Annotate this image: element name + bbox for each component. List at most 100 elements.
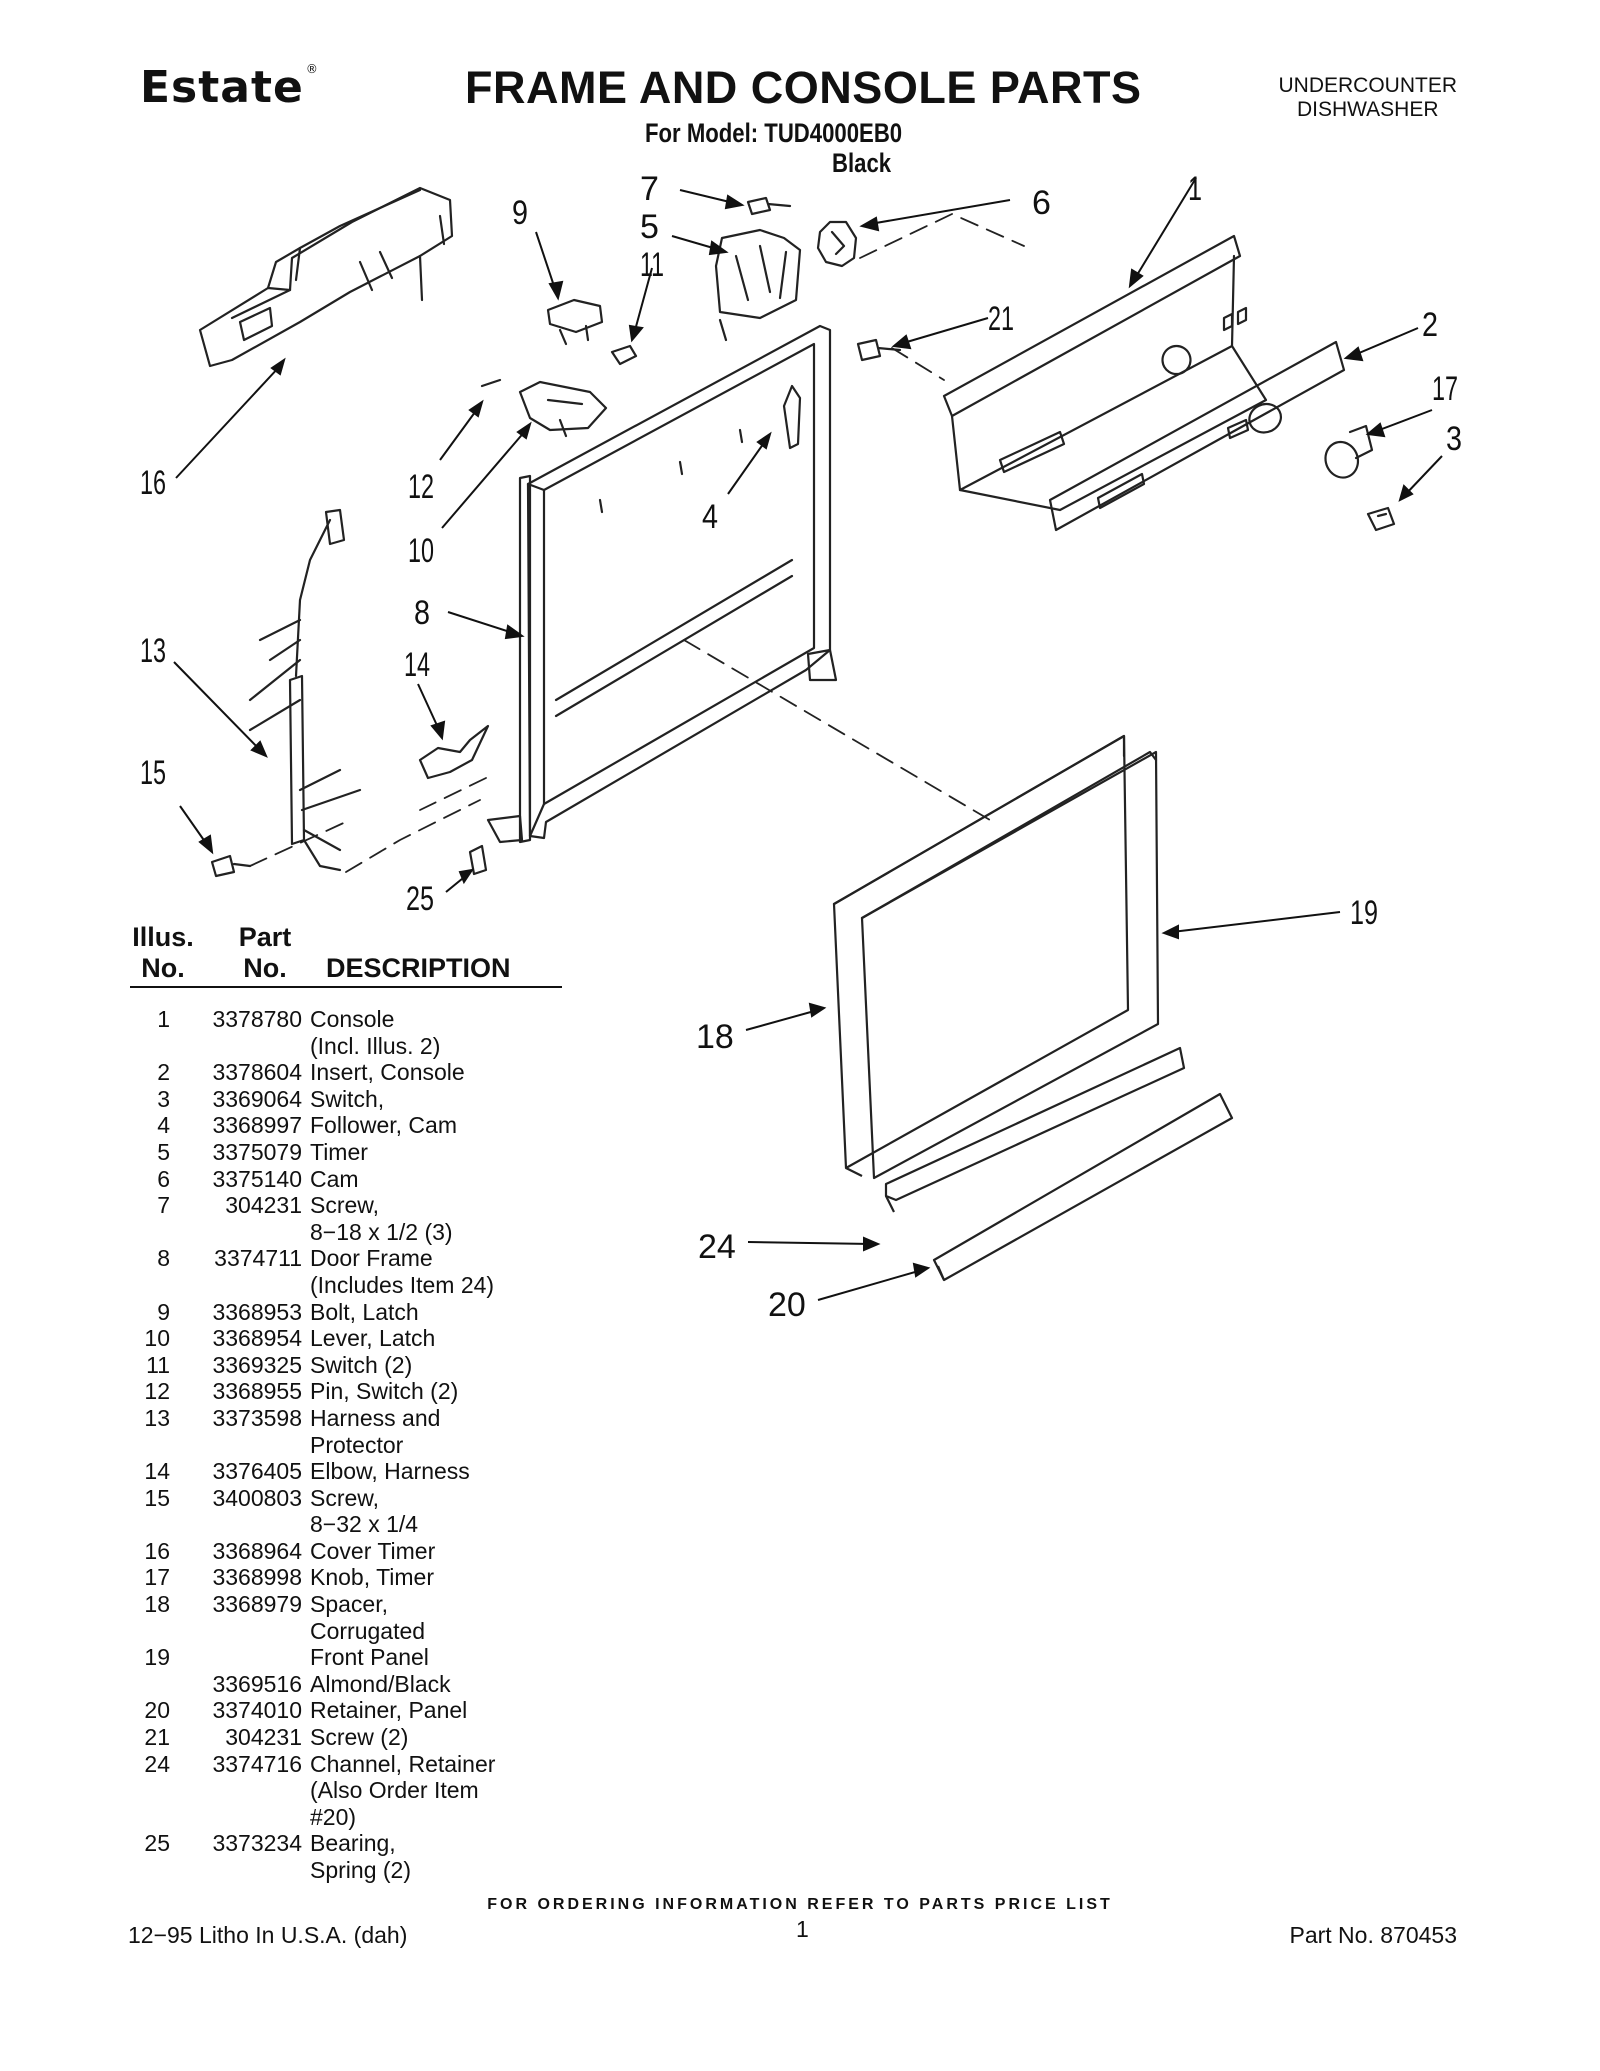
part-description: Almond/Black: [310, 1670, 451, 1697]
callout-11: 11: [640, 246, 664, 284]
part-number: 3368955: [212, 1378, 302, 1405]
illus-number: 8: [157, 1245, 170, 1272]
illus-number: 19: [144, 1644, 170, 1671]
exploded-parts-diagram: 7 5 6 1 9 11 21 2 17 3 16 12 10 4 8 13 1…: [140, 170, 1462, 920]
illus-number: 14: [144, 1458, 170, 1485]
part-no-header: Part No.: [225, 922, 305, 984]
illus-number: 11: [146, 1351, 170, 1378]
callout-21: 21: [988, 300, 1014, 338]
callout-6: 6: [1032, 184, 1051, 222]
timer-knob-part: [1324, 424, 1374, 479]
part-description: Bolt, Latch: [310, 1298, 419, 1325]
ordering-note: FOR ORDERING INFORMATION REFER TO PARTS …: [487, 1896, 1113, 1913]
console-switch-part: [1366, 506, 1396, 532]
latch-switch-part: [610, 344, 638, 366]
callout-13: 13: [140, 632, 166, 670]
part-header-line2: No.: [243, 953, 287, 983]
illus-number: 2: [157, 1059, 170, 1086]
parts-row: 7 304231 Screw, 8−18 x 1/2 (3): [130, 1192, 570, 1245]
illus-number: 21: [144, 1724, 170, 1751]
model-line: For Model: TUD4000EB0: [645, 118, 903, 148]
part-number: 3368964: [212, 1537, 302, 1564]
part-number: 3374010: [212, 1697, 302, 1724]
retainer-channel: [884, 1046, 1186, 1202]
part-number: 3378604: [212, 1059, 302, 1086]
part-header-line1: Part: [238, 922, 292, 952]
illus-header-line2: No.: [141, 953, 185, 983]
part-description: Screw, 8−18 x 1/2 (3): [310, 1192, 453, 1245]
callout-8: 8: [414, 594, 430, 632]
part-description: Channel, Retainer (Also Order Item #20): [310, 1750, 496, 1830]
callout-18: 18: [696, 1018, 734, 1056]
callout-20: 20: [768, 1286, 806, 1324]
callout-9: 9: [512, 194, 528, 232]
callout-16: 16: [140, 464, 166, 502]
part-description: Insert, Console: [310, 1059, 465, 1086]
illus-number: 13: [144, 1404, 170, 1431]
spring-bearing-part: [468, 844, 488, 876]
part-description: Door Frame (Includes Item 24): [310, 1245, 495, 1298]
part-number: 3375079: [212, 1138, 302, 1165]
callout-25: 25: [406, 880, 434, 918]
illus-number: 7: [157, 1192, 170, 1219]
litho-note: 12−95 Litho In U.S.A. (dah): [128, 1922, 408, 1948]
part-number: 304231: [225, 1724, 302, 1751]
part-number: 3400803: [212, 1484, 302, 1511]
part-number: 3369325: [212, 1351, 302, 1378]
part-number: 3376405: [212, 1458, 302, 1485]
part-number: Part No. 870453: [1289, 1922, 1457, 1948]
parts-row: 2 3378604 Insert, Console: [130, 1059, 570, 1086]
part-description: Bearing, Spring (2): [310, 1830, 411, 1883]
illus-number: 17: [144, 1564, 170, 1591]
illus-number: 18: [144, 1591, 170, 1618]
parts-row: 3369516 Almond/Black: [130, 1671, 570, 1698]
part-number: 3368997: [212, 1112, 302, 1139]
callout-4: 4: [702, 498, 718, 536]
part-number: 3375140: [212, 1165, 302, 1192]
part-number: 3373598: [212, 1404, 302, 1431]
callout-10: 10: [408, 532, 434, 570]
cover-timer-part: [198, 186, 454, 368]
latch-lever-part: [518, 380, 608, 438]
cam-follower-part: [782, 384, 802, 450]
part-description: Retainer, Panel: [310, 1697, 468, 1724]
parts-table-header: Illus. No. Part No. DESCRIPTION: [130, 922, 562, 988]
illus-number: 25: [144, 1830, 170, 1857]
illus-no-header: Illus. No.: [130, 922, 196, 984]
part-description: Screw (2): [310, 1724, 409, 1751]
part-number: 3369516: [212, 1670, 302, 1697]
part-description: Screw, 8−32 x 1/4: [310, 1484, 419, 1538]
part-number: 3368979: [212, 1591, 302, 1618]
illus-number: 4: [157, 1112, 170, 1139]
console-insert-part: [1048, 340, 1346, 532]
part-number: 3368954: [212, 1325, 302, 1352]
harness-elbow-part: [418, 724, 490, 780]
part-number: 304231: [225, 1192, 302, 1219]
part-number: 3378780: [212, 1006, 302, 1032]
part-description: Timer: [310, 1138, 368, 1165]
part-description: Switch,: [310, 1085, 385, 1112]
illus-number: 5: [157, 1138, 170, 1165]
part-description: Console (Incl. Illus. 2): [310, 1006, 441, 1059]
door-frame-part: [486, 324, 838, 844]
callout-5: 5: [640, 208, 659, 246]
timer-screw-part: [746, 196, 792, 216]
harness-part: [248, 508, 362, 872]
part-number: 3373234: [212, 1830, 302, 1857]
callout-1: 1: [1188, 170, 1202, 208]
page-title: FRAME AND CONSOLE PARTS: [465, 62, 1142, 113]
description-header: DESCRIPTION: [326, 953, 511, 983]
